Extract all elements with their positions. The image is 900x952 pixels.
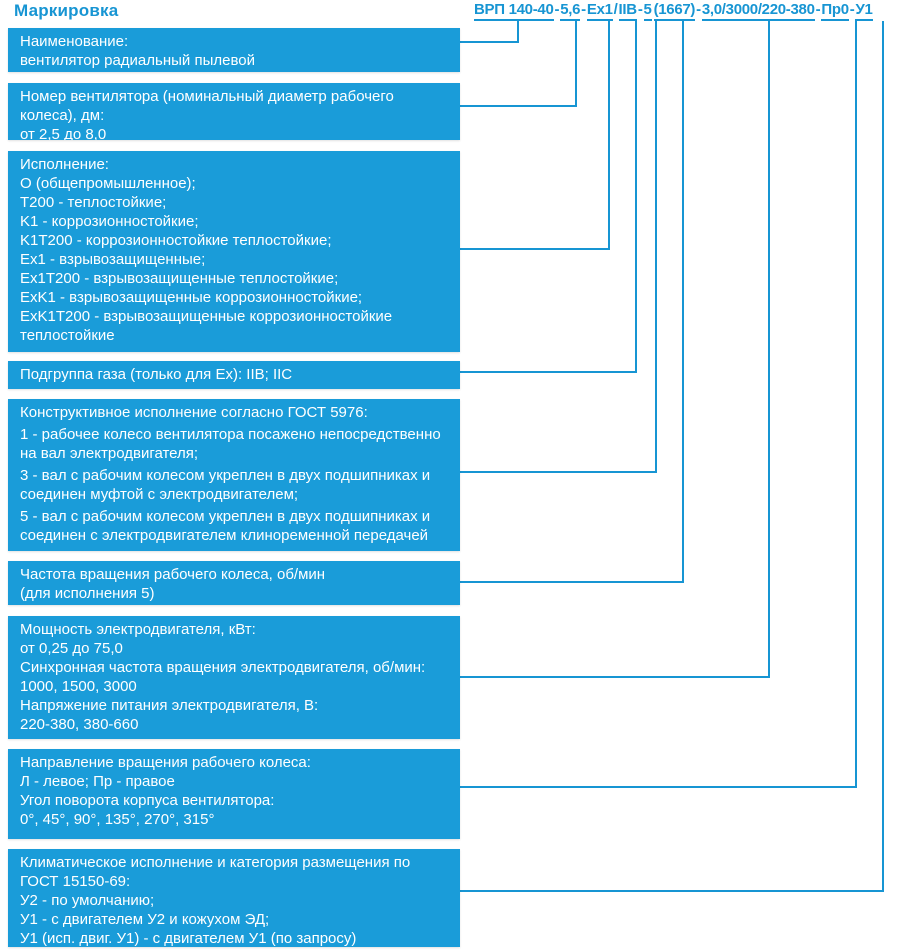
connector-line-impeller-speed	[460, 21, 684, 583]
connector-line-motor	[460, 21, 770, 678]
box-design: Исполнение: О (общепромышленное); T200 - т…	[8, 151, 460, 352]
connector-line-gas-subgroup	[460, 21, 637, 373]
box-paragraph: K1T200 - коррозионностойкие теплостойкие…	[20, 232, 332, 249]
box-paragraph: Наименование:	[20, 33, 129, 50]
box-paragraph: У1 - с двигателем У2 и кожухом ЭД;	[20, 911, 270, 928]
box-paragraph: Л - левое; Пр - правое	[20, 773, 175, 790]
box-name: Наименование: вентилятор радиальный пылев…	[8, 28, 460, 72]
box-paragraph: Климатическое исполнение и категория раз…	[20, 854, 411, 890]
code-separator: -	[581, 1, 586, 18]
box-construction: Конструктивное исполнение согласно ГОСТ …	[8, 399, 460, 551]
connector-line-rotation	[460, 21, 857, 788]
box-paragraph: Исполнение:	[20, 156, 109, 173]
code-segment: 5,6	[560, 1, 580, 21]
box-paragraph: 1 - рабочее колесо вентилятора посажено …	[20, 426, 441, 462]
connector-line-name	[460, 21, 519, 43]
code-segment: У1	[855, 1, 873, 21]
code-segment: IIB	[618, 1, 637, 21]
box-rotation-direction: Направление вращения рабочего колеса: Л -…	[8, 749, 460, 839]
box-fan-number: Номер вентилятора (номинальный диаметр р…	[8, 83, 460, 140]
box-paragraph: от 0,25 до 75,0	[20, 640, 123, 657]
connector-line-design	[460, 21, 610, 250]
code-segment: 3,0/3000/220-380	[701, 1, 815, 21]
box-paragraph: Напряжение питания электродвигателя, В:	[20, 697, 319, 714]
box-paragraph: У2 - по умолчанию;	[20, 892, 155, 909]
box-paragraph: У1 (исп. двиг. У1) - с двигателем У1 (по…	[20, 930, 357, 947]
code-separator: -	[554, 1, 560, 18]
code-separator: -	[815, 1, 821, 18]
box-paragraph: вентилятор радиальный пылевой	[20, 52, 255, 69]
box-motor-power: Мощность электродвигателя, кВт: от 0,25 д…	[8, 616, 460, 739]
code-segment: ВРП 140-40	[474, 1, 554, 21]
box-paragraph: ExK1 - взрывозащищенные коррозионностойк…	[20, 289, 363, 306]
box-paragraph: Направление вращения рабочего колеса:	[20, 754, 311, 771]
box-paragraph: Номер вентилятора (номинальный диаметр р…	[20, 88, 394, 124]
code-separator: -	[637, 1, 643, 18]
box-paragraph: О (общепромышленное);	[20, 175, 196, 192]
box-paragraph: 1000, 1500, 3000	[20, 678, 137, 695]
code-segment: 5	[643, 1, 652, 21]
box-paragraph: ExK1T200 - взрывозащищенные коррозионнос…	[20, 308, 393, 344]
code-segment: (1667)	[653, 1, 695, 21]
connector-line-fan-number	[460, 21, 577, 107]
box-paragraph: K1 - коррозионностойкие;	[20, 213, 199, 230]
box-paragraph: (для исполнения 5)	[20, 585, 155, 602]
box-paragraph: Синхронная частота вращения электродвига…	[20, 659, 426, 676]
box-paragraph: 3 - вал с рабочим колесом укреплен в дву…	[20, 467, 431, 503]
code-separator: /	[613, 1, 618, 18]
code-segment: Пр0	[821, 1, 849, 21]
page-title: Маркировка	[14, 1, 119, 20]
code-segment: Ex1	[586, 1, 613, 21]
model-code: ВРП 140-40-5,6-Ex1/IIB-5(1667)-3,0/3000/…	[473, 1, 874, 21]
code-separator: -	[696, 1, 701, 18]
box-paragraph: Частота вращения рабочего колеса, об/мин	[20, 566, 326, 583]
box-gas-subgroup: Подгруппа газа (только для Ex): IIB; IIC	[8, 361, 460, 389]
box-impeller-speed: Частота вращения рабочего колеса, об/мин…	[8, 561, 460, 605]
box-paragraph: 5 - вал с рабочим колесом укреплен в дву…	[20, 508, 431, 544]
box-paragraph: Ex1 - взрывозащищенные;	[20, 251, 206, 268]
box-paragraph: Конструктивное исполнение согласно ГОСТ …	[20, 404, 368, 421]
connector-line-climatic	[460, 21, 884, 892]
box-paragraph: Ex1T200 - взрывозащищенные теплостойкие;	[20, 270, 339, 287]
box-paragraph: Мощность электродвигателя, кВт:	[20, 621, 256, 638]
box-paragraph: 0°, 45°, 90°, 135°, 270°, 315°	[20, 811, 215, 828]
box-climatic: Климатическое исполнение и категория раз…	[8, 849, 460, 947]
box-paragraph: Угол поворота корпуса вентилятора:	[20, 792, 275, 809]
code-separator: -	[849, 1, 855, 18]
box-paragraph: Подгруппа газа (только для Ex): IIB; IIC	[20, 366, 293, 383]
box-paragraph: от 2,5 до 8,0	[20, 126, 107, 140]
connector-line-construction	[460, 21, 657, 473]
box-paragraph: 220-380, 380-660	[20, 716, 139, 733]
box-paragraph: T200 - теплостойкие;	[20, 194, 167, 211]
